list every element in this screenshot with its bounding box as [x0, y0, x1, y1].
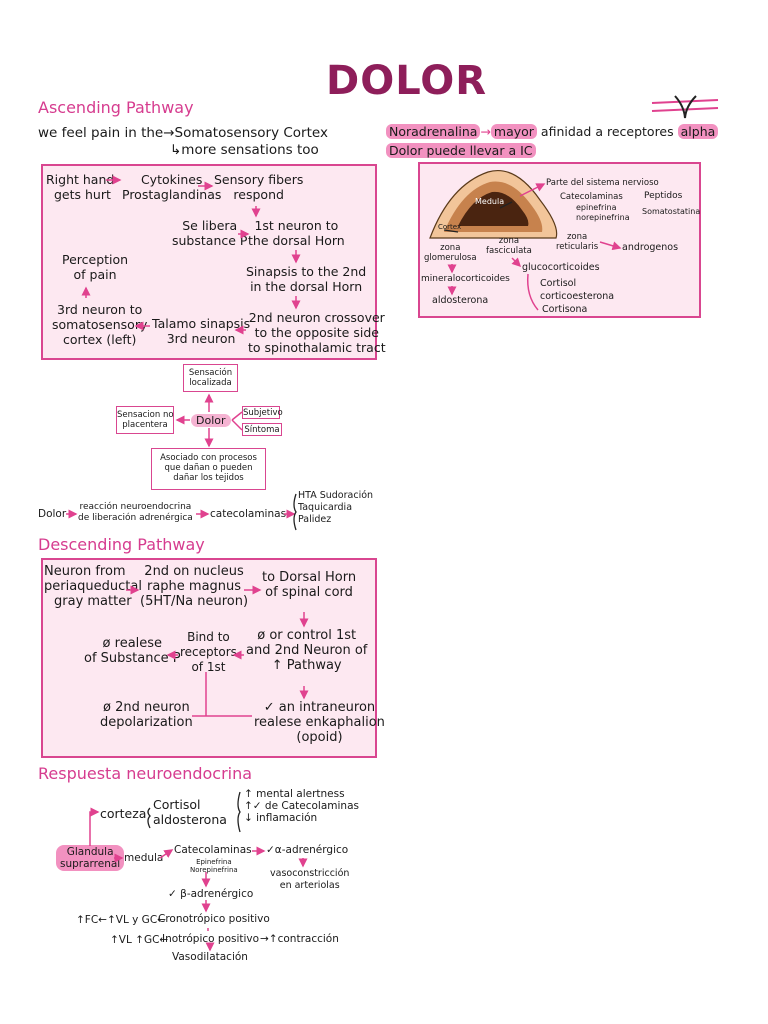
gland-epinefrina-label: epinefrina	[576, 203, 617, 212]
dolor-ic-highlight: Dolor puede llevar a IC	[386, 143, 536, 158]
vasodilatacion: Vasodilatación	[172, 951, 248, 963]
gamma-icon	[651, 95, 719, 119]
page-title: DOLOR	[326, 58, 488, 104]
neuroendocrine-heading: Respuesta neuroendocrina	[38, 764, 253, 783]
noradrenalina-line: Noradrenalina→mayor afinidad a receptore…	[386, 124, 719, 139]
catecolaminas-label: Catecolaminas	[174, 844, 252, 856]
ino-left: ↑VL ↑GC←	[110, 934, 169, 946]
gland-glucocorticoides: glucocorticoides	[522, 262, 600, 273]
beta-adrenergico: ✓ β-adrenérgico	[168, 888, 254, 900]
alpha-highlight: alpha	[677, 124, 719, 139]
gland-medula-label: Medula	[475, 197, 505, 206]
gland-androgenos: androgenos	[622, 242, 679, 253]
gland-cortisona: Cortisona	[542, 304, 588, 315]
sintoma-box: Síntoma	[242, 423, 282, 436]
alpha-adrenergico: ✓α-adrenérgico	[266, 844, 349, 856]
descending-box	[41, 558, 377, 758]
ascending-intro: we feel pain in the→Somatosensory Cortex	[38, 125, 328, 141]
gland-cortisol: Cortisol	[540, 278, 577, 289]
cronotropico: Cronotrópico positivo	[158, 913, 270, 925]
mayor-highlight: mayor	[490, 124, 537, 139]
medula-label: medula	[124, 852, 164, 864]
gamma-symbol	[650, 92, 720, 122]
gland-catecolaminas-label: Catecolaminas	[560, 192, 623, 202]
gland-peptidos-label: Peptidos	[644, 191, 683, 201]
subjetivo-box: Subjetivo	[242, 406, 283, 419]
reaction-dolor: Dolor	[38, 508, 67, 520]
gland-norepinefrina-label: norepinefrina	[576, 213, 630, 222]
descending-heading: Descending Pathway	[38, 535, 205, 554]
gland-parte-label: Parte del sistema nervioso	[546, 178, 659, 188]
contraccion: →↑contracción	[260, 933, 339, 945]
cortisol-effects: ↑ mental alertness↑✓ de Catecolaminas↓ i…	[244, 788, 359, 824]
crono-left: ↑FC←↑VL y GC←	[76, 914, 166, 926]
gland-cortex-label: Cortex	[438, 223, 462, 231]
ascending-heading: Ascending Pathway	[38, 98, 194, 117]
noradrenalina-highlight: Noradrenalina	[386, 124, 481, 139]
gland-mineralocorticoides: mineralocorticoides	[421, 274, 510, 284]
ascending-intro-sub: ↳more sensations too	[170, 142, 319, 158]
gland-somatostatina-label: Somatostatina	[642, 207, 701, 216]
ascending-box	[41, 164, 377, 360]
corteza-label: corteza	[100, 806, 147, 821]
reaction-catecolaminas: catecolaminas	[210, 508, 287, 520]
gland-aldosterona: aldosterona	[432, 295, 489, 306]
dolor-center: Dolor	[191, 414, 231, 427]
gland-corticoesterona: corticoesterona	[540, 291, 615, 302]
afinidad-text: afinidad a receptores	[540, 124, 674, 139]
inotropico: Inotrópico positivo	[162, 933, 260, 945]
dolor-ic-line: Dolor puede llevar a IC	[386, 143, 536, 158]
